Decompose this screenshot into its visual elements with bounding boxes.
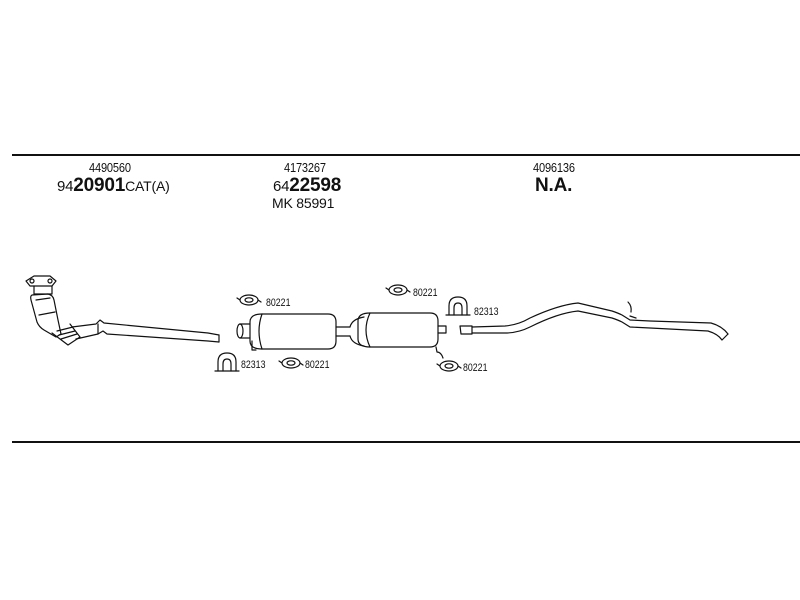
front-pipe-icon xyxy=(71,319,220,343)
fitting-label-bracket-2: 82313 xyxy=(474,306,499,318)
group-1-code-main: 20901 xyxy=(73,175,126,196)
silencer-assembly-icon xyxy=(236,312,447,359)
fitting-label-clamp-1: 80221 xyxy=(266,297,291,309)
group-2-extra-code: MK 85991 xyxy=(272,195,335,211)
clamp-icon xyxy=(385,284,411,296)
bottom-divider xyxy=(12,441,800,443)
catalytic-converter-icon xyxy=(25,275,81,346)
clamp-icon xyxy=(436,360,462,372)
clamp-icon xyxy=(278,357,304,369)
group-2-code-prefix: 64 xyxy=(273,178,290,195)
fitting-label-clamp-2: 80221 xyxy=(305,359,330,371)
group-2-ref-number: 4173267 xyxy=(284,160,326,175)
group-2-code-main: 22598 xyxy=(289,175,342,196)
group-3-part-code: N.A. xyxy=(535,175,573,196)
fitting-label-clamp-3: 80221 xyxy=(413,287,438,299)
group-1-ref-number: 4490560 xyxy=(89,160,131,175)
group-1-part-code: 9420901CAT(A) xyxy=(57,175,170,197)
group-1-code-prefix: 94 xyxy=(57,178,74,195)
clamp-icon xyxy=(236,294,262,306)
fitting-label-bracket-1: 82313 xyxy=(241,359,266,371)
top-divider xyxy=(12,154,800,156)
group-3-ref-number: 4096136 xyxy=(533,160,575,175)
group-1-code-suffix: CAT(A) xyxy=(125,178,170,194)
group-2-part-code: 6422598 xyxy=(273,175,341,197)
fitting-label-clamp-4: 80221 xyxy=(463,362,488,374)
tail-pipe-icon xyxy=(459,301,729,341)
hanger-bracket-icon xyxy=(214,352,240,372)
hanger-bracket-icon xyxy=(445,296,471,316)
